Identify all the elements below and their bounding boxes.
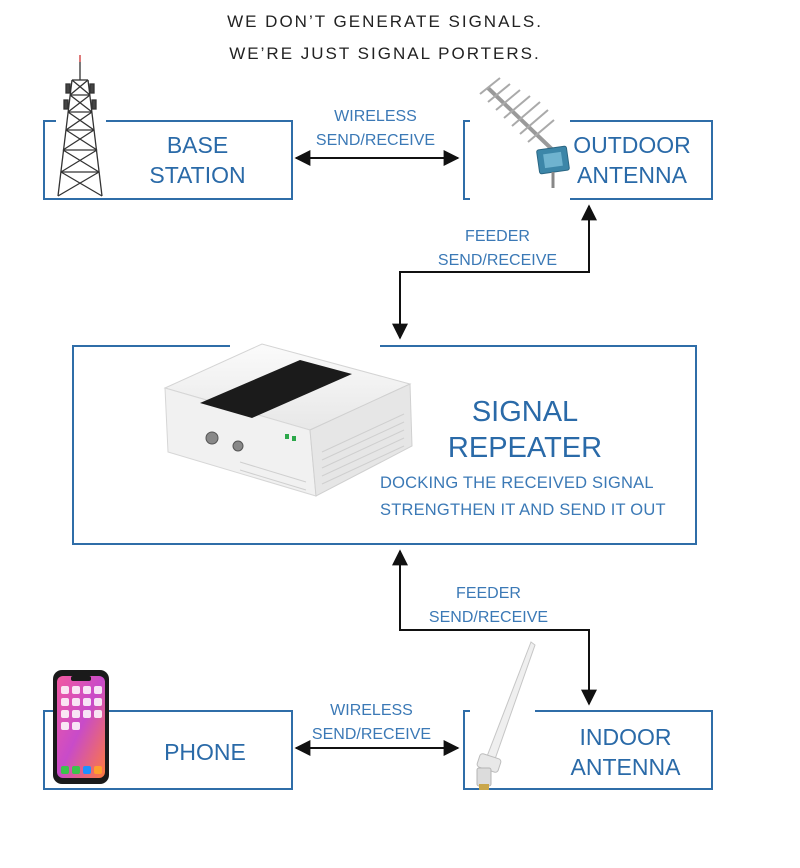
cell-tower-icon [57,55,103,197]
phone-title-line-1: PHONE [164,739,246,765]
phone-title: PHONE [130,737,280,767]
headline-line-2: WE’RE JUST SIGNAL PORTERS. [229,44,541,63]
signal-repeater-desc-line-1: DOCKING THE RECEIVED SIGNAL [380,474,654,492]
feeder-top-label: FEEDER SEND/RECEIVE [415,225,580,273]
wireless-bottom-label-line-1: WIRELESS [330,702,413,719]
outdoor-antenna-title-line-2: ANTENNA [577,162,687,188]
indoor-antenna-title-line-1: INDOOR [579,724,672,750]
wireless-bottom-label-line-2: SEND/RECEIVE [311,726,432,743]
base-station-title: BASE STATION [120,130,275,190]
base-station-title-line-1: BASE [166,132,229,158]
signal-repeater-description: DOCKING THE RECEIVED SIGNAL STRENGTHEN I… [380,470,692,524]
repeater-device-icon [163,343,413,497]
outdoor-antenna-box [463,120,713,200]
signal-repeater-desc-line-2: STRENGTHEN IT AND SEND IT OUT [380,501,666,519]
feeder-bottom-arrow [392,549,597,706]
base-station-box [43,120,293,200]
wireless-top-label-line-1: WIRELESS [334,108,417,125]
base-station-title-line-2: STATION [149,162,246,188]
feeder-top-arrow [392,204,597,340]
signal-repeater-title-line-1: SIGNAL [471,396,579,428]
feeder-bottom-label-line-2: SEND/RECEIVE [428,609,549,626]
indoor-antenna-title-line-2: ANTENNA [570,754,681,780]
feeder-bottom-label-line-1: FEEDER [456,585,521,602]
wireless-top-label: WIRELESS SEND/RECEIVE [293,105,458,153]
whip-antenna-icon [476,641,536,790]
smartphone-icon [53,670,109,784]
outdoor-antenna-title-line-1: OUTDOOR [573,132,691,158]
feeder-bottom-label: FEEDER SEND/RECEIVE [406,582,571,630]
indoor-antenna-title: INDOOR ANTENNA [548,722,703,782]
wireless-bottom-label: WIRELESS SEND/RECEIVE [289,699,454,747]
feeder-top-label-line-2: SEND/RECEIVE [437,252,558,269]
wireless-top-label-line-2: SEND/RECEIVE [315,132,436,149]
feeder-top-label-line-1: FEEDER [465,228,530,245]
signal-repeater-title-line-2: REPEATER [447,432,603,464]
headline-line-1: WE DON’T GENERATE SIGNALS. [227,12,543,31]
outdoor-antenna-title: OUTDOOR ANTENNA [562,130,702,190]
yagi-antenna-icon [479,77,570,188]
signal-repeater-title: SIGNAL REPEATER [430,394,620,466]
